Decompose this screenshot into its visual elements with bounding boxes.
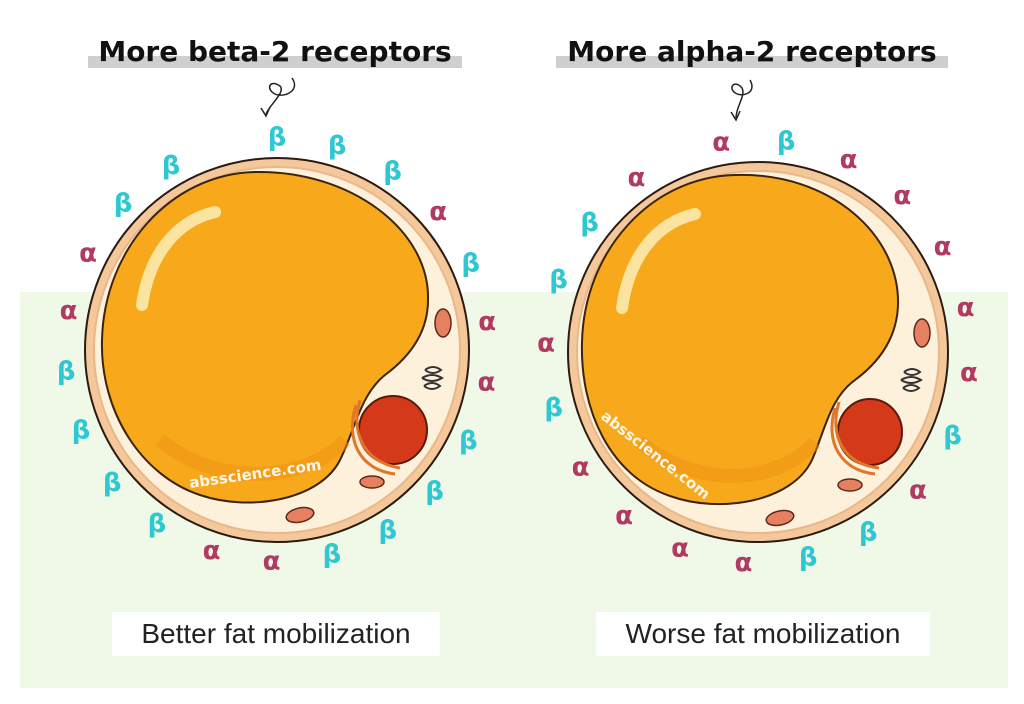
arrow-head (260, 106, 271, 118)
alpha-receptor-label: α (537, 329, 555, 359)
right-title: More alpha-2 receptors (567, 35, 937, 68)
alpha-receptor-label: α (615, 501, 633, 531)
beta-receptor-label: β (580, 208, 599, 238)
beta-receptor-label: β (859, 518, 878, 548)
left-title-highlight (88, 56, 462, 68)
mitochondrion (913, 318, 931, 348)
beta-receptor-label: β (57, 357, 76, 387)
mitochondrion (359, 475, 385, 489)
left-caption: Better fat mobilization (112, 612, 440, 656)
alpha-receptor-label: α (734, 548, 752, 578)
beta-receptor-label: β (777, 126, 796, 156)
beta-receptor-label: β (103, 468, 122, 498)
arrow-icon (731, 79, 753, 119)
lipid-droplet (100, 170, 430, 504)
beta-receptor-label: β (461, 248, 480, 278)
beta-receptor-label: β (549, 265, 568, 295)
mitochondrion (837, 478, 863, 492)
right-caption: Worse fat mobilization (596, 612, 930, 656)
alpha-receptor-label: α (712, 128, 730, 158)
beta-receptor-label: β (425, 476, 444, 506)
mitochondrion (285, 506, 315, 524)
alpha-receptor-label: α (79, 238, 97, 268)
beta-receptor-label: β (943, 421, 962, 451)
beta-receptor-label: β (799, 543, 818, 573)
alpha-receptor-label: α (627, 163, 645, 193)
beta-receptor-label: β (148, 509, 167, 539)
alpha-receptor-label: α (960, 358, 978, 388)
alpha-receptor-label: α (203, 536, 221, 566)
lipid-droplet (580, 173, 900, 506)
beta-receptor-label: β (323, 539, 342, 569)
alpha-receptor-label: α (572, 453, 590, 483)
alpha-receptor-label: α (60, 296, 78, 326)
arrow-head (730, 110, 741, 122)
beta-receptor-label: β (378, 515, 397, 545)
mitochondrion (765, 509, 795, 527)
beta-receptor-label: β (162, 151, 181, 181)
alpha-receptor-label: α (671, 534, 689, 564)
beta-receptor-label: β (114, 189, 133, 219)
arrow-icon (265, 77, 296, 115)
golgi (421, 366, 444, 390)
alpha-receptor-label: α (477, 368, 495, 398)
alpha-receptor-label: α (429, 197, 447, 227)
beta-receptor-label: β (459, 426, 478, 456)
alpha-receptor-label: α (263, 546, 281, 576)
left-title: More beta-2 receptors (98, 35, 452, 68)
beta-receptor-label: β (383, 157, 402, 187)
alpha-receptor-label: α (934, 232, 952, 262)
alpha-receptor-label: α (957, 293, 975, 323)
mitochondrion (434, 308, 452, 338)
alpha-receptor-label: α (893, 181, 911, 211)
alpha-receptor-label: α (909, 476, 927, 506)
right-title-highlight (556, 56, 948, 68)
alpha-receptor-label: α (478, 307, 496, 337)
beta-receptor-label: β (268, 123, 287, 153)
beta-receptor-label: β (72, 416, 91, 446)
beta-receptor-label: β (544, 393, 563, 423)
beta-receptor-label: β (328, 131, 347, 161)
golgi (900, 368, 923, 392)
alpha-receptor-label: α (840, 145, 858, 175)
